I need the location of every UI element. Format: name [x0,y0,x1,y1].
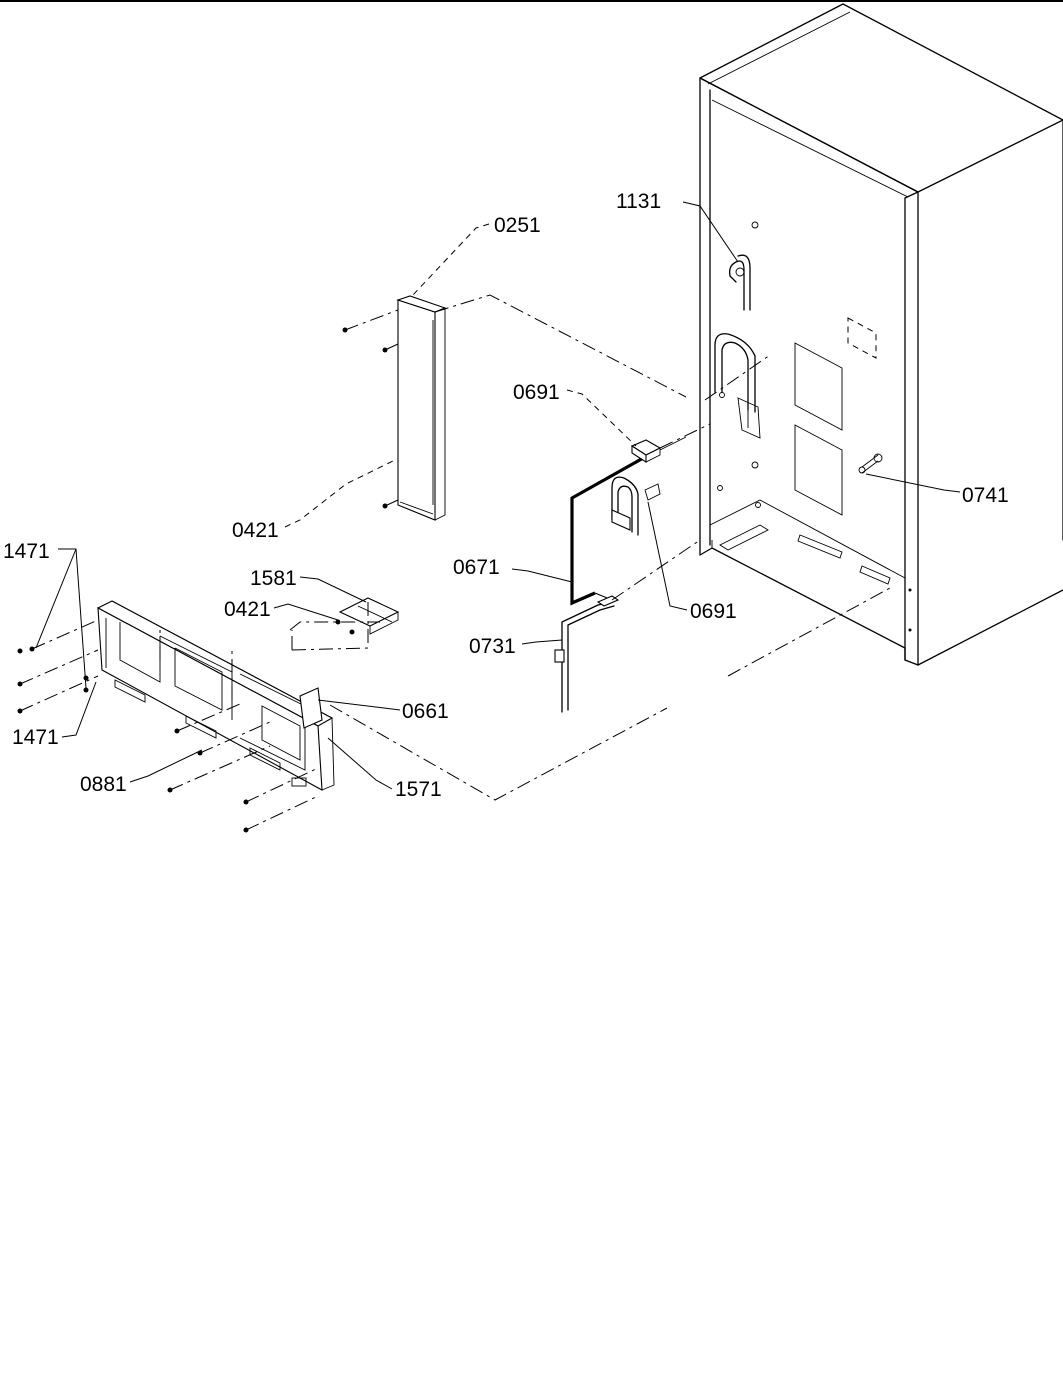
label-0691-bottom: 0691 [690,600,737,623]
label-0421-left: 0421 [232,519,279,542]
label-0731: 0731 [469,635,516,658]
clamp-upper [714,333,761,439]
cabinet [699,3,1063,666]
label-0251: 0251 [494,214,541,237]
label-0691-top: 0691 [513,381,560,404]
label-1571: 1571 [395,778,442,801]
label-1471-bottom: 1471 [12,726,59,749]
part-1571-base-panel [96,600,335,791]
screws-0421 [342,309,399,509]
part-0671-wire [570,455,646,606]
label-0661: 0661 [402,700,449,723]
label-0421-mid: 0421 [224,598,271,621]
label-0881: 0881 [80,773,127,796]
label-1471-top: 1471 [3,540,50,563]
label-0741: 0741 [962,484,1009,507]
part-0691-clip-top [630,436,687,464]
part-1581-bracket [335,597,400,635]
label-0671: 0671 [453,556,500,579]
assembly-lines [159,294,891,801]
leader-lines [35,201,961,790]
screws-1471-0881 [17,619,319,833]
label-1131: 1131 [616,190,661,213]
part-1131-hook [728,254,751,311]
part-0691-clip-bottom [611,476,661,536]
label-1581: 1581 [250,567,297,590]
part-0251-panel [396,295,447,521]
part-0731-sensor [554,595,620,713]
